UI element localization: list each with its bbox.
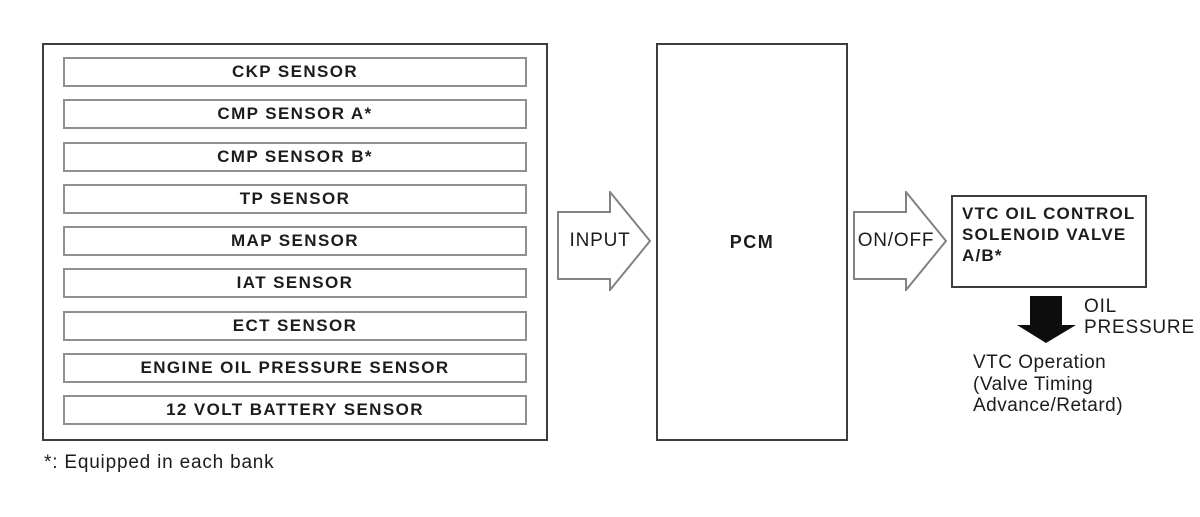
sensor-label: CKP SENSOR xyxy=(231,62,359,81)
onoff-arrow: ON/OFF xyxy=(852,191,948,291)
pcm-box: PCM xyxy=(656,43,848,441)
sensor-box-map: MAP SENSOR xyxy=(63,226,527,256)
sensor-box-tp: TP SENSOR xyxy=(63,183,527,214)
vtc-valve-box: VTC OIL CONTROL SOLENOID VALVE A/B* xyxy=(951,195,1147,288)
sensor-label: IAT SENSOR xyxy=(236,273,354,293)
right-block-arrow-icon xyxy=(557,191,652,291)
pcm-label: PCM xyxy=(729,231,775,252)
sensor-box-cmp-b: CMP SENSOR B* xyxy=(63,141,527,172)
sensor-label: CMP SENSOR B* xyxy=(217,146,373,166)
sensor-box-12v-battery: 12 VOLT BATTERY SENSOR xyxy=(63,395,527,425)
vtc-operation-label: VTC Operation (Valve Timing Advance/Reta… xyxy=(973,352,1124,416)
sensor-box-cmp-a: CMP SENSOR A* xyxy=(63,99,527,130)
footnote: *: Equipped in each bank xyxy=(44,452,275,473)
input-arrow: INPUT xyxy=(556,191,652,291)
sensor-label: TP SENSOR xyxy=(239,188,351,208)
right-block-arrow-icon xyxy=(853,191,948,291)
sensor-label: CMP SENSOR A* xyxy=(217,104,373,124)
down-arrow-icon xyxy=(1017,296,1076,343)
input-arrow-label: INPUT xyxy=(569,230,631,251)
sensor-group-box: CKP SENSOR CMP SENSOR A* CMP SENSOR B* T… xyxy=(42,43,548,441)
sensor-label: ENGINE OIL PRESSURE SENSOR xyxy=(140,357,450,377)
oil-pressure-label: OIL PRESSURE xyxy=(1084,296,1195,338)
oil-pressure-down-arrow xyxy=(1016,296,1077,344)
sensor-label: ECT SENSOR xyxy=(232,315,358,335)
sensor-label: 12 VOLT BATTERY SENSOR xyxy=(166,400,424,419)
sensor-box-iat: IAT SENSOR xyxy=(63,268,527,299)
sensor-box-ect: ECT SENSOR xyxy=(63,310,527,341)
vtc-valve-label: VTC OIL CONTROL SOLENOID VALVE A/B* xyxy=(962,204,1136,265)
sensor-box-ckp: CKP SENSOR xyxy=(63,57,527,87)
onoff-arrow-label: ON/OFF xyxy=(857,230,935,251)
sensor-label: MAP SENSOR xyxy=(231,231,359,250)
sensor-box-engine-oil-pressure: ENGINE OIL PRESSURE SENSOR xyxy=(63,352,527,383)
